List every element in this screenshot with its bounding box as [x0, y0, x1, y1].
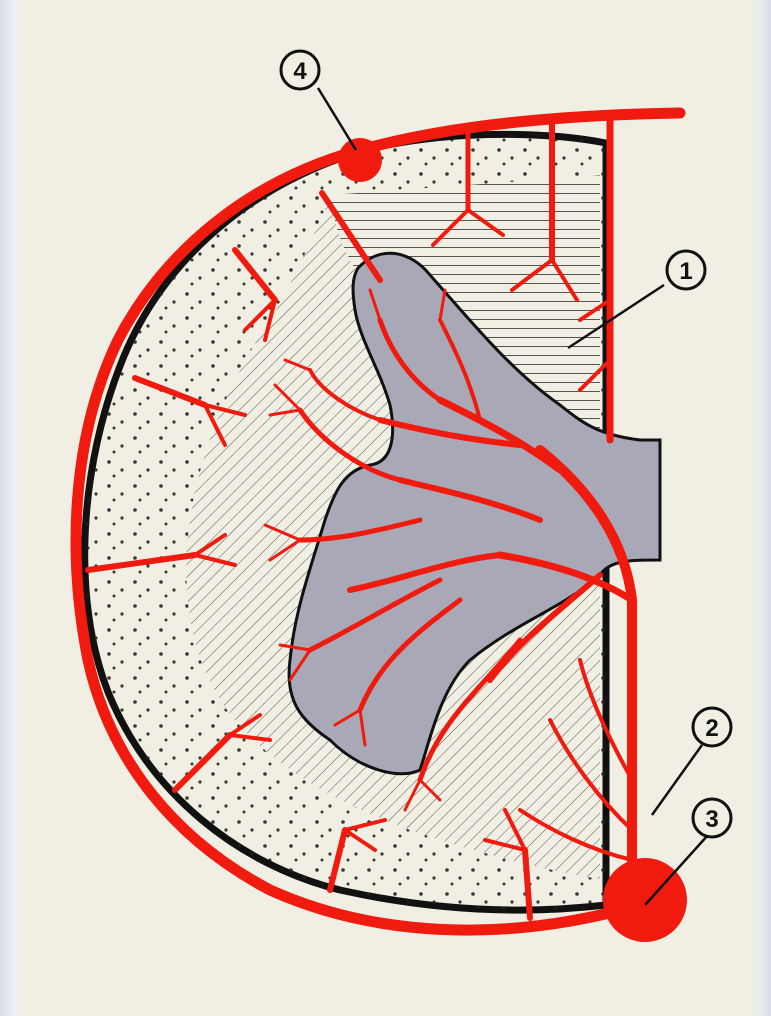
posterior-spinal-artery: [338, 138, 382, 182]
callout-2: 2: [693, 708, 731, 746]
svg-text:2: 2: [705, 715, 718, 742]
callout-3: 3: [693, 799, 731, 837]
svg-text:4: 4: [293, 58, 307, 85]
svg-text:1: 1: [679, 258, 692, 285]
svg-text:3: 3: [705, 806, 718, 833]
callout-4: 4: [281, 51, 319, 89]
callout-1: 1: [667, 251, 705, 289]
